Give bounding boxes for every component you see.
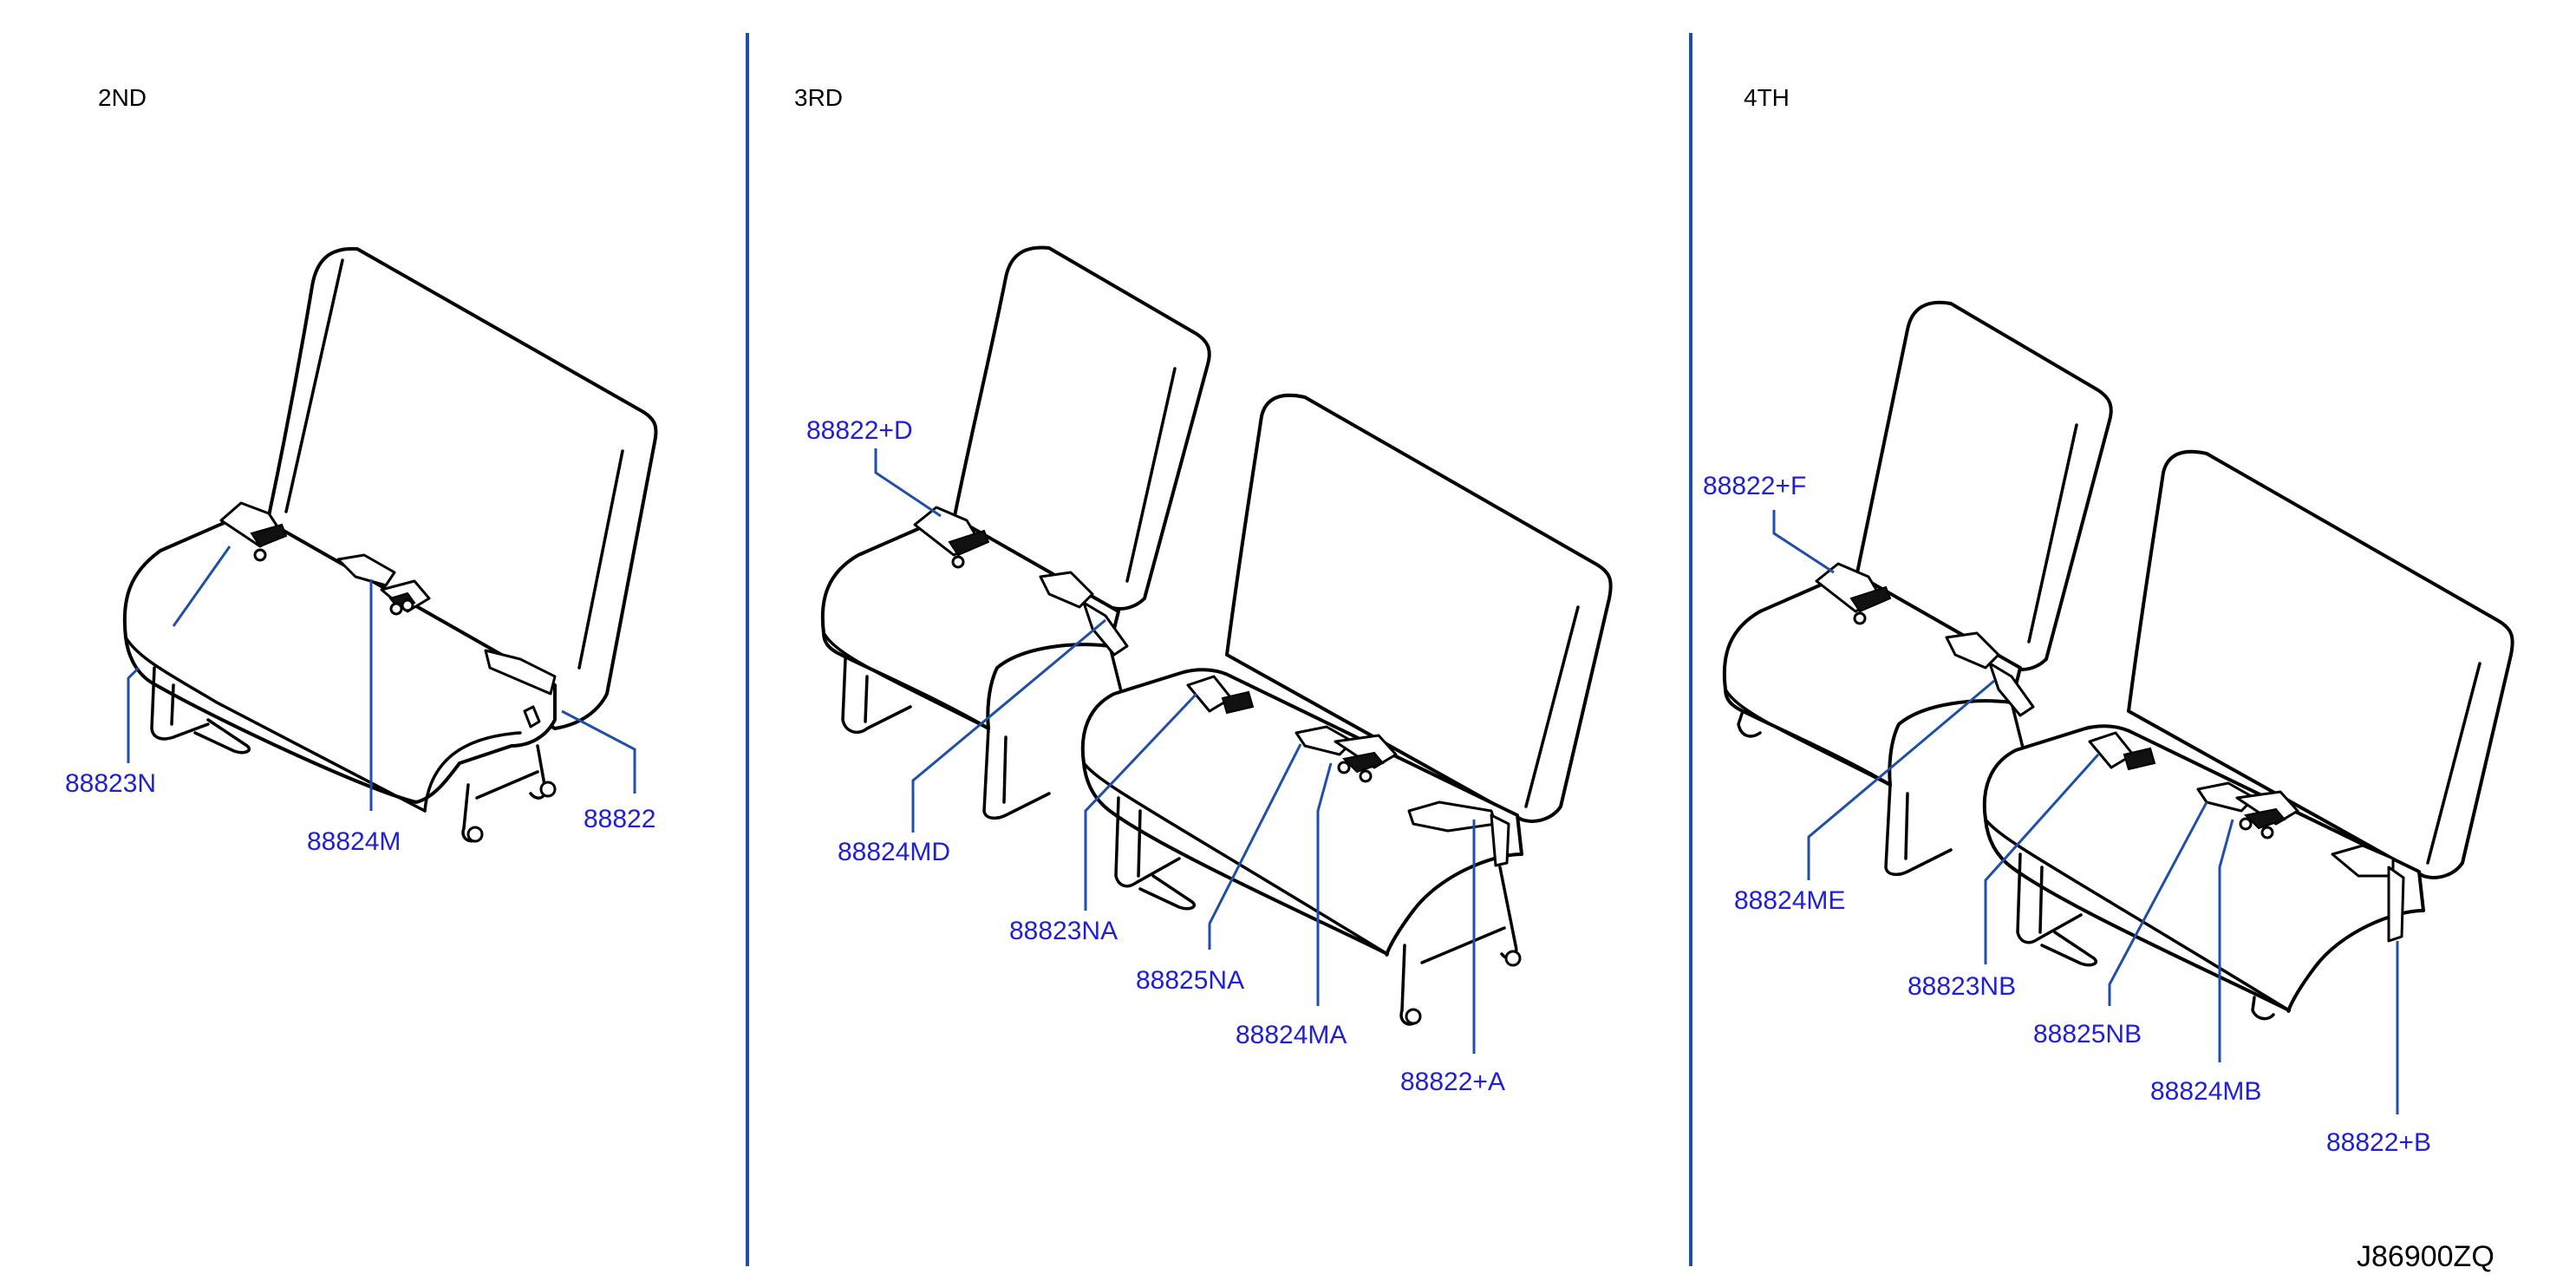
belt-anchor-88822 — [484, 649, 557, 728]
label-88824MD: 88824MD — [838, 838, 950, 866]
seat-3rd-row-right — [1080, 393, 1613, 1026]
section-title-4th: 4TH — [1744, 84, 1790, 111]
label-88824M: 88824M — [307, 827, 401, 856]
seatback-4th-right — [2127, 449, 2514, 879]
belt-anchor-88822B — [2331, 844, 2405, 943]
label-88824ME: 88824ME — [1734, 886, 1845, 915]
buckle-88823N — [219, 501, 288, 562]
cushion-3rd-right — [1080, 668, 1523, 957]
seat-3rd-row-left — [820, 245, 1211, 820]
seatback-4th-left — [1854, 300, 2113, 671]
label-88823N: 88823N — [65, 769, 156, 798]
leader-88825NA — [1208, 743, 1302, 950]
label-88822F: 88822+F — [1703, 472, 1806, 500]
seat-4th-row-left — [1722, 300, 2113, 877]
section-title-2nd: 2ND — [98, 84, 147, 111]
label-88824MA: 88824MA — [1236, 1021, 1347, 1049]
label-88825NA: 88825NA — [1136, 966, 1244, 995]
cushion-3rd-left — [820, 519, 1120, 730]
label-88823NA: 88823NA — [1009, 917, 1118, 945]
buckle-88824M — [336, 553, 431, 616]
diagram-code: J86900ZQ — [2357, 1240, 2494, 1273]
leader-88824ME — [1807, 679, 1995, 880]
buckle-88824MD — [1039, 571, 1129, 657]
cushion-4th-right — [1982, 724, 2425, 1013]
label-88822: 88822 — [584, 805, 655, 833]
leader-88825NB — [2108, 801, 2208, 1006]
seat-2nd-row — [122, 246, 658, 843]
buckle-88824ME — [1945, 631, 2035, 717]
buckle-88825NB — [2196, 781, 2299, 839]
leader-88823NB — [1984, 753, 2100, 964]
label-88825NB: 88825NB — [2033, 1020, 2142, 1049]
leader-88824MA — [1316, 762, 1333, 1006]
section-title-3rd: 3RD — [794, 84, 843, 111]
seatback-3rd-right — [1225, 393, 1613, 823]
buckle-88822F — [1815, 562, 1892, 625]
buckle-88822D — [913, 506, 990, 569]
buckle-88823NB — [2088, 731, 2156, 771]
label-88822A: 88822+A — [1400, 1068, 1505, 1096]
leader-88822F — [1772, 510, 1835, 574]
buckle-88823NA — [1186, 675, 1255, 715]
label-88823NB: 88823NB — [1908, 972, 2016, 1001]
leader-88824MD — [911, 618, 1106, 833]
leader-88823NA — [1084, 692, 1198, 911]
leader-88822D — [874, 448, 942, 518]
seat-4th-row-right — [1982, 449, 2514, 1021]
buckle-88825NA — [1295, 725, 1398, 783]
label-88824MB: 88824MB — [2150, 1077, 2261, 1106]
leader-88822 — [561, 709, 636, 794]
leader-88823N — [127, 546, 232, 763]
seatback-3rd-left — [952, 245, 1211, 611]
label-88822B: 88822+B — [2326, 1128, 2431, 1157]
cushion-4th-left — [1722, 575, 2022, 787]
leader-88824MB — [2218, 819, 2234, 1062]
label-88822D: 88822+D — [806, 416, 913, 445]
